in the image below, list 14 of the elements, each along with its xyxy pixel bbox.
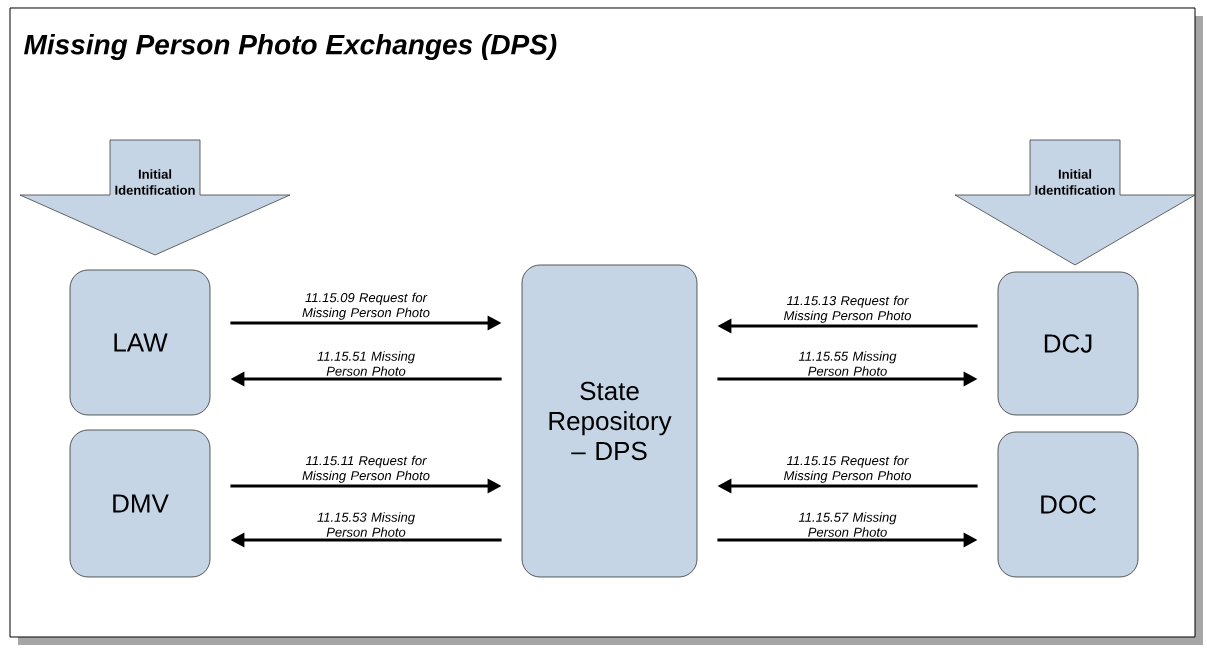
title: Missing Person Photo Exchanges (DPS) — [24, 33, 557, 61]
process-box: DMV — [69, 429, 211, 578]
edge-label: 11.15.09 Request for Missing Person Photo — [302, 292, 430, 320]
process-box: LAW — [69, 269, 211, 416]
edge-label: 11.15.15 Request for Missing Person Photo — [783, 455, 911, 483]
process-box: State Repository – DPS — [521, 264, 698, 578]
process-box: DCJ — [997, 271, 1139, 416]
edge-label: 11.15.51 Missing Person Photo — [317, 351, 415, 376]
edge-label: 11.15.11 Request for Missing Person Photo — [302, 455, 430, 483]
edge-label: 11.15.13 Request for Missing Person Photo — [783, 295, 911, 323]
edge-label: 11.15.53 Missing Person Photo — [317, 512, 415, 537]
edge-label: 11.15.57 Missing Person Photo — [798, 512, 897, 537]
process-box: DOC — [997, 431, 1139, 578]
edge-label: 11.15.55 Missing Person Photo — [798, 351, 897, 376]
